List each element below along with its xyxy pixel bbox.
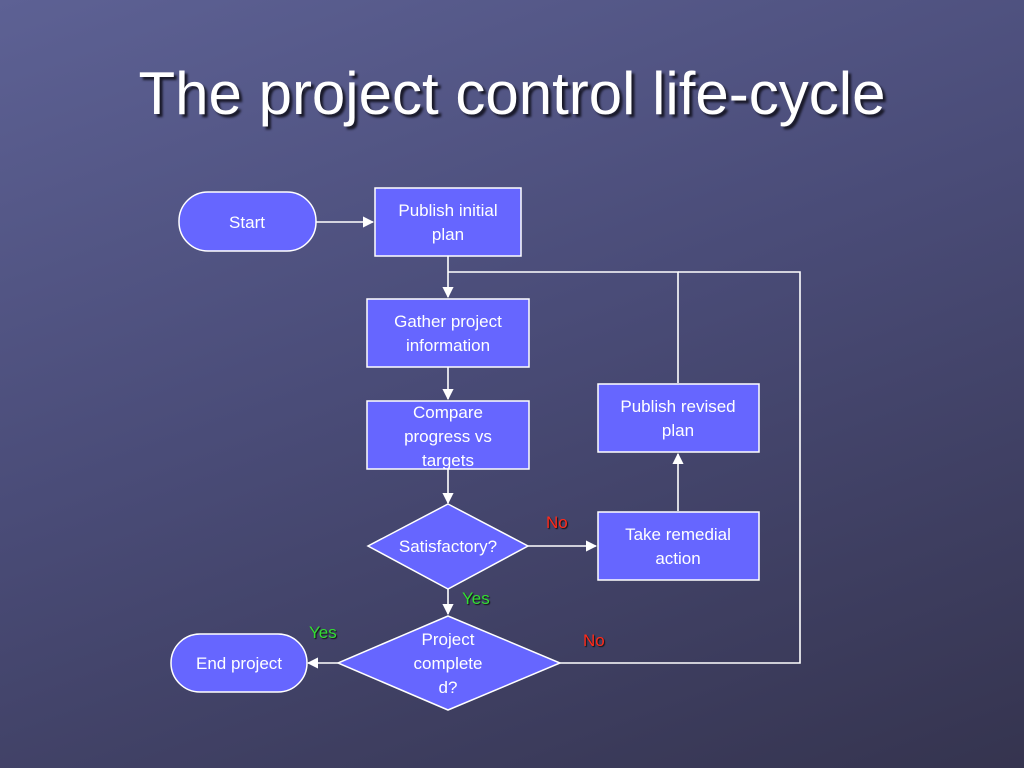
label-satisfactory-yes: Yes [462, 589, 490, 608]
connectors [306, 216, 801, 669]
node-compare-label-3: targets [422, 451, 474, 470]
label-complete-no: No [583, 631, 605, 650]
node-complete-label-2: complete [414, 654, 483, 673]
node-gather-project-information: Gather project information [366, 298, 530, 368]
slide-title: The project control life-cycle [138, 60, 886, 127]
node-remedial-label-2: action [655, 549, 700, 568]
node-compare-label-1: Compare [413, 403, 483, 422]
node-satisfactory-decision: Satisfactory? [366, 503, 530, 590]
node-compare-label-2: progress vs [404, 427, 492, 446]
node-complete-label-1: Project [422, 630, 475, 649]
node-publish-initial-plan: Publish initial plan [374, 187, 522, 257]
node-gather-label-1: Gather project [394, 312, 502, 331]
node-start: Start [178, 191, 317, 252]
node-gather-label-2: information [406, 336, 490, 355]
edge-complete-no-loop [560, 271, 801, 664]
node-publish-revised-plan: Publish revised plan [597, 383, 760, 453]
node-take-remedial-action: Take remedial action [597, 511, 760, 581]
node-start-label: Start [229, 213, 265, 232]
node-revised-label-2: plan [662, 421, 694, 440]
node-remedial-label-1: Take remedial [625, 525, 731, 544]
node-satisfactory-label: Satisfactory? [399, 537, 497, 556]
node-publish-initial-label-1: Publish initial [398, 201, 497, 220]
node-complete-label-3: d? [439, 678, 458, 697]
node-end-project: End project [170, 633, 308, 693]
node-end-label: End project [196, 654, 282, 673]
node-compare-progress: Compare progress vs targets [366, 400, 530, 470]
node-publish-initial-label-2: plan [432, 225, 464, 244]
label-complete-yes: Yes [309, 623, 337, 642]
node-revised-label-1: Publish revised [620, 397, 735, 416]
label-satisfactory-no: No [546, 513, 568, 532]
node-project-completed-decision: Project complete d? [336, 615, 562, 711]
